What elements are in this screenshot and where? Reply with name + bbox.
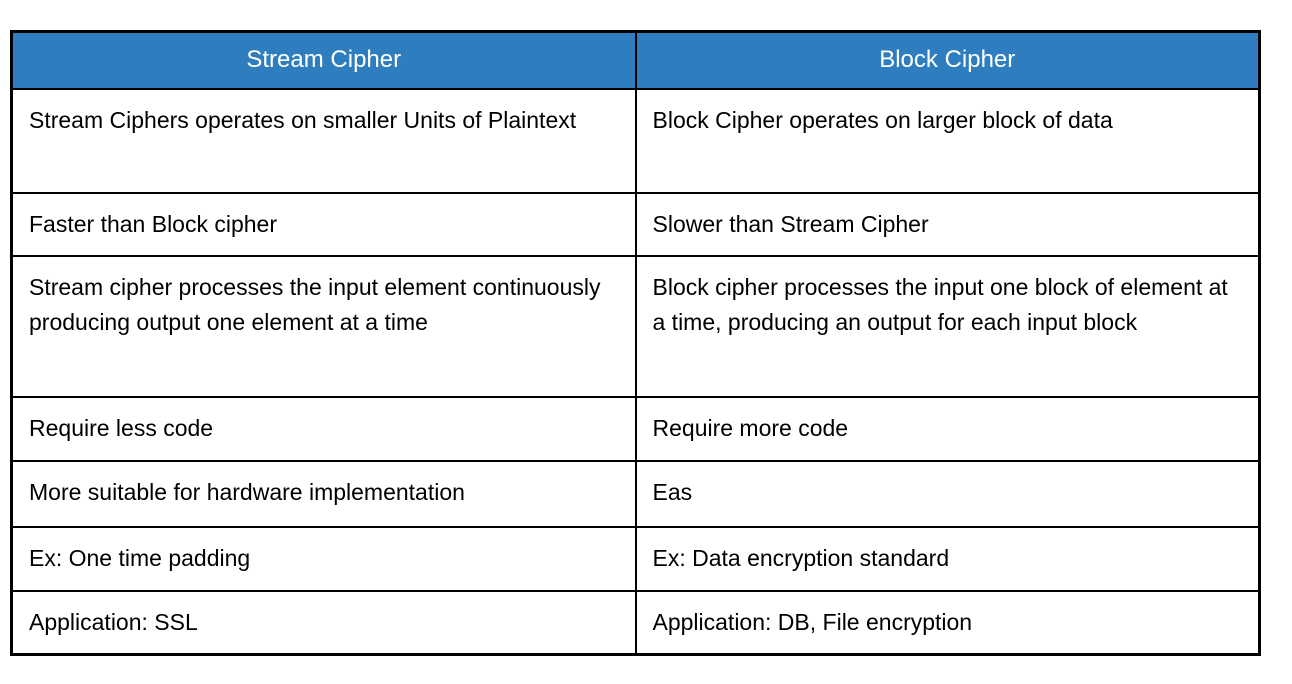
cell-stream: Ex: One time padding	[10, 525, 637, 592]
cell-block: Application: DB, File encryption	[634, 589, 1261, 655]
table-container: Stream Cipher Block Cipher Stream Cipher…	[10, 30, 1261, 656]
table-body: Stream Ciphers operates on smaller Units…	[10, 87, 1261, 655]
cell-block: Require more code	[634, 395, 1261, 462]
table-row: More suitable for hardware implementatio…	[10, 459, 1261, 528]
header-stream-cipher: Stream Cipher	[10, 30, 637, 90]
table-row: Application: SSL Application: DB, File e…	[10, 589, 1261, 655]
table-header: Stream Cipher Block Cipher	[10, 30, 1261, 90]
table-row: Stream Ciphers operates on smaller Units…	[10, 87, 1261, 194]
cell-stream: Faster than Block cipher	[10, 191, 637, 257]
table-row: Stream cipher processes the input elemen…	[10, 254, 1261, 398]
cell-stream: More suitable for hardware implementatio…	[10, 459, 637, 528]
cell-stream: Application: SSL	[10, 589, 637, 655]
cell-block: Ex: Data encryption standard	[634, 525, 1261, 592]
cell-stream: Stream cipher processes the input elemen…	[10, 254, 637, 398]
table-row: Require less code Require more code	[10, 395, 1261, 462]
header-row: Stream Cipher Block Cipher	[10, 30, 1261, 90]
table-row: Ex: One time padding Ex: Data encryption…	[10, 525, 1261, 592]
cipher-comparison-table: Stream Cipher Block Cipher Stream Cipher…	[10, 30, 1261, 656]
cell-block: Block cipher processes the input one blo…	[634, 254, 1261, 398]
table-row: Faster than Block cipher Slower than Str…	[10, 191, 1261, 257]
header-block-cipher: Block Cipher	[634, 30, 1261, 90]
cell-block: Slower than Stream Cipher	[634, 191, 1261, 257]
cell-block: Eas	[634, 459, 1261, 528]
cell-stream: Require less code	[10, 395, 637, 462]
cell-stream: Stream Ciphers operates on smaller Units…	[10, 87, 637, 194]
cell-block: Block Cipher operates on larger block of…	[634, 87, 1261, 194]
